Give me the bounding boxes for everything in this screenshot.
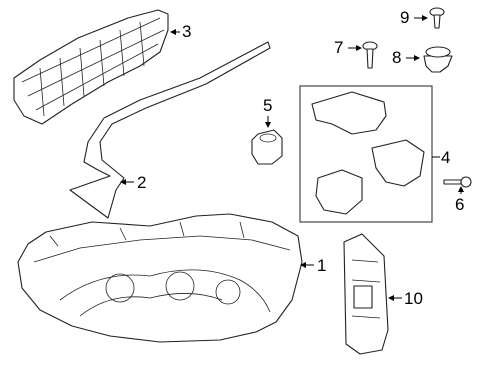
part-9-bolt — [429, 7, 445, 29]
callout-5: 5 — [263, 96, 273, 115]
part-3-bracket — [13, 9, 169, 125]
callout-8: 8 — [392, 48, 402, 67]
part-6-bolt — [443, 176, 472, 188]
part-4-kit-box — [299, 85, 433, 223]
part-10-module — [343, 233, 389, 355]
callout-2: 2 — [137, 173, 147, 192]
part-2-seal — [69, 41, 271, 219]
callout-3: 3 — [182, 22, 192, 41]
callout-1: 1 — [317, 256, 327, 275]
part-8-grommet — [423, 46, 453, 73]
callout-7: 7 — [334, 38, 344, 57]
callout-4: 4 — [441, 148, 451, 167]
leaders — [120, 15, 464, 301]
part-7-screw — [362, 41, 378, 69]
part-5-clip — [251, 129, 283, 165]
callout-10: 10 — [404, 289, 423, 308]
part-1-headlamp — [17, 213, 303, 343]
callout-9: 9 — [400, 8, 410, 27]
callout-6: 6 — [455, 195, 465, 214]
